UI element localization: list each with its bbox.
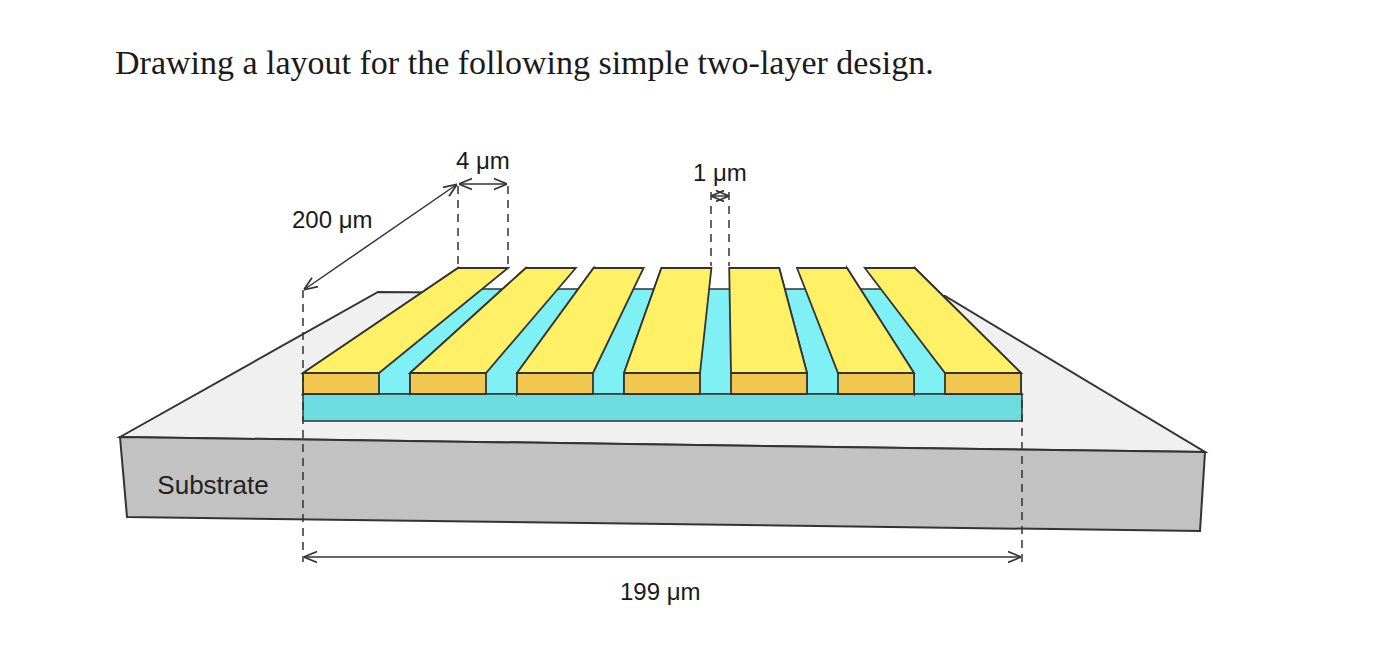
stripe-face	[410, 373, 486, 394]
stripe-face	[729, 268, 807, 373]
title: Drawing a layout for the following simpl…	[115, 44, 934, 82]
stripe-face	[624, 268, 711, 373]
dimension-label: 199 μm	[617, 578, 704, 606]
stripe-face	[838, 373, 914, 394]
dimension-label: 200 μm	[289, 206, 376, 234]
dimension-lines	[303, 184, 1022, 562]
stripe-face	[517, 373, 593, 394]
stripe-face	[517, 268, 644, 373]
dimension-label: 4 μm	[453, 147, 513, 175]
stripe-face	[303, 373, 379, 394]
metal-stripes	[303, 268, 1021, 394]
stripe-face	[731, 373, 807, 394]
layer-name: Substrate	[157, 470, 268, 501]
dimension-label: 1 μm	[690, 159, 750, 187]
stripe-face	[865, 268, 1021, 373]
stripe-face	[624, 373, 700, 394]
stripe-face	[945, 373, 1021, 394]
layer-label: Substrate	[138, 462, 288, 508]
